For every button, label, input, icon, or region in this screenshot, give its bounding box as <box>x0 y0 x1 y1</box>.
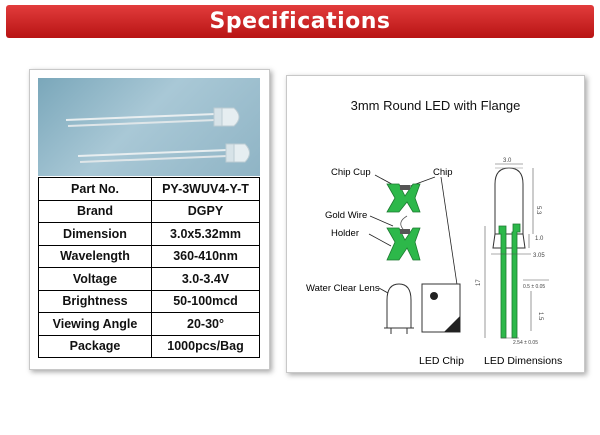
spec-label: Brightness <box>38 289 152 313</box>
led-diagram: Chip Cup Chip Gold Wire Holder Water Cle… <box>306 158 562 367</box>
label-lens: Water Clear Lens <box>306 283 380 294</box>
dim-top: 3.0 <box>503 158 512 164</box>
holder-die-icon <box>386 227 421 261</box>
chip-cup-die-icon <box>386 183 421 213</box>
spec-label: Dimension <box>38 222 152 246</box>
spec-value: 1000pcs/Bag <box>151 334 260 358</box>
spec-label: Part No. <box>38 177 152 201</box>
led-dimension-drawing <box>492 167 526 339</box>
spec-value: 50-100mcd <box>151 289 260 313</box>
holder-chip-icon <box>400 229 410 234</box>
led-upper-icon <box>65 107 240 127</box>
spec-value: DGPY <box>151 199 260 223</box>
spec-label: Wavelength <box>38 244 152 268</box>
spec-label: Viewing Angle <box>38 312 152 336</box>
dim-pitch: 2.54 ± 0.05 <box>513 340 538 346</box>
spec-value: 3.0x5.32mm <box>151 222 260 246</box>
diagram-card: 3mm Round LED with Flange Chip Cup Chip … <box>286 75 585 373</box>
diagram-title: 3mm Round LED with Flange <box>350 98 521 113</box>
banner-title: Specifications <box>209 9 391 34</box>
label-holder: Holder <box>331 228 359 239</box>
gold-wire-icon <box>400 215 408 230</box>
label-chip-cup: Chip Cup <box>331 167 371 178</box>
spec-value: 360-410nm <box>151 244 260 268</box>
spec-value: 3.0-3.4V <box>151 267 260 291</box>
label-led-chip: LED Chip <box>419 355 464 367</box>
specifications-banner: Specifications <box>6 5 594 38</box>
dimension-lines <box>484 163 549 339</box>
dim-flange: 1.0 <box>535 236 544 242</box>
spec-value: PY-3WUV4-Y-T <box>151 177 260 201</box>
led-lower-icon <box>77 143 250 163</box>
spec-label: Voltage <box>38 267 152 291</box>
lens-icon <box>384 283 414 334</box>
label-led-dimensions: LED Dimensions <box>484 355 562 367</box>
dim-pin: 0.5 ± 0.05 <box>523 284 545 290</box>
led-chip-icon <box>421 283 461 333</box>
dim-lead: 17 <box>476 279 482 286</box>
label-chip: Chip <box>433 167 453 178</box>
spec-label: Package <box>38 334 152 358</box>
led-photo-drawing <box>65 107 250 163</box>
led-product-photo <box>38 78 260 176</box>
dim-lead2: 1.5 <box>537 312 543 321</box>
chip-icon <box>400 185 410 190</box>
dim-height: 5.3 <box>535 206 541 215</box>
spec-value: 20-30° <box>151 312 260 336</box>
label-gold-wire: Gold Wire <box>325 210 367 221</box>
dim-width: 3.05 <box>533 253 545 259</box>
spec-label: Brand <box>38 199 152 223</box>
table-row: Part No.PY-3WUV4-Y-T <box>38 177 260 201</box>
